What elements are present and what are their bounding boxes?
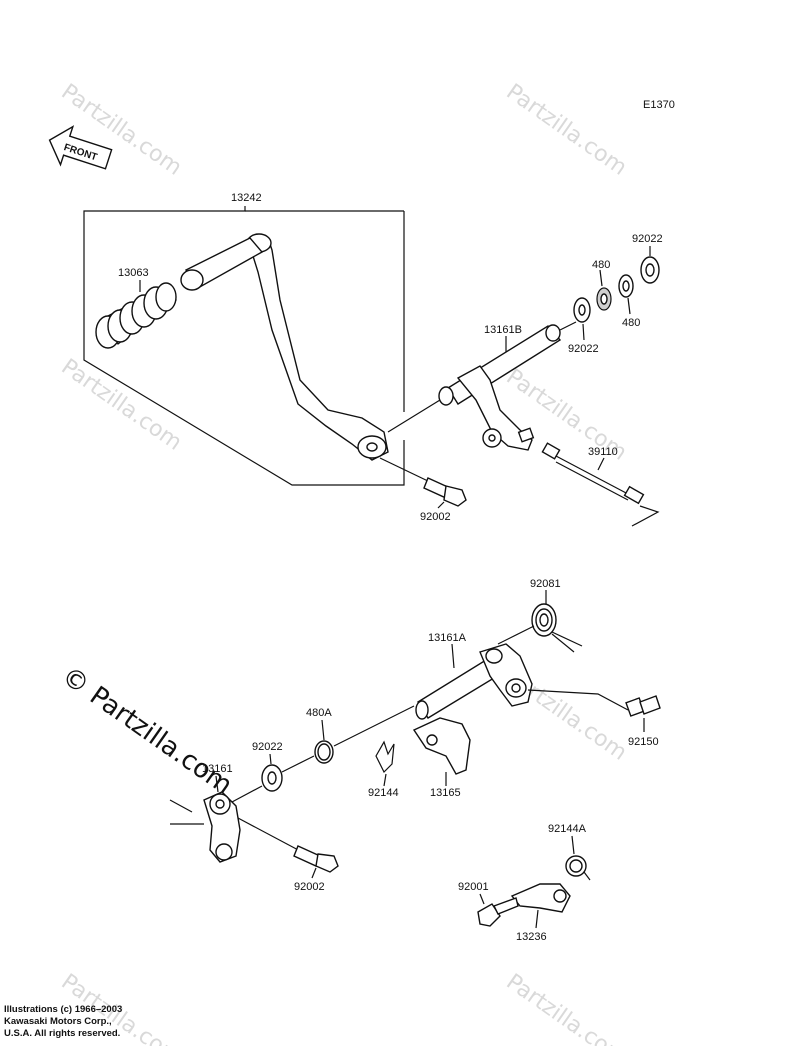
washer-hole [267, 771, 277, 785]
bolt-92002-top [423, 477, 467, 507]
leader-line [387, 399, 441, 433]
shift-shaft-13161A [415, 643, 533, 720]
leader-line [215, 775, 219, 793]
plate-13165 [412, 717, 471, 775]
copyright-notice: Illustrations (c) 1966–2003 Kawasaki Mot… [4, 1004, 122, 1040]
part-label-480-mid: 480 [622, 317, 640, 329]
leader-line [231, 785, 263, 803]
shift-pedal-arm [180, 233, 389, 461]
pin-92150 [625, 695, 661, 717]
spring-92081 [531, 603, 583, 653]
part-label-92150: 92150 [628, 736, 659, 748]
part-label-92022-mid: 92022 [568, 343, 599, 355]
leader-line [627, 297, 631, 315]
leader-line [437, 501, 445, 509]
watermark-text: Partzilla.com [502, 79, 632, 180]
leader-line [527, 689, 629, 711]
leader-line [535, 909, 539, 929]
part-label-92002-low: 92002 [294, 881, 325, 893]
leader-line [451, 643, 455, 669]
watermark-text: Partzilla.com [57, 79, 187, 180]
watermark-text: Partzilla.com [57, 354, 187, 455]
leader-line [479, 893, 485, 905]
leader-line [169, 799, 204, 825]
leader-line [571, 835, 575, 855]
part-label-92022-top: 92022 [632, 233, 663, 245]
plate-13236 [510, 883, 571, 913]
copyright-line: Illustrations (c) 1966–2003 [4, 1004, 123, 1015]
bolt-92001 [477, 897, 519, 927]
leader-line [321, 719, 325, 741]
part-label-92144A: 92144A [548, 823, 587, 835]
clip-hole [622, 280, 630, 292]
part-label-92002-top: 92002 [420, 511, 451, 523]
part-label-480-top: 480 [592, 259, 610, 271]
copyright-line: Kawasaki Motors Corp., [4, 1016, 112, 1027]
leader-line [269, 753, 272, 765]
part-label-92081: 92081 [530, 578, 561, 590]
leader-line [599, 269, 603, 287]
copyright-line: U.S.A. All rights reserved. [4, 1028, 121, 1039]
leader-line [237, 817, 303, 853]
clip-hole [600, 293, 608, 305]
watermark-text: Partzilla.com [502, 969, 632, 1046]
part-label-92022-low: 92022 [252, 741, 283, 753]
leader-line [333, 705, 415, 747]
spring-92144A [565, 855, 591, 881]
part-label-13161A: 13161A [428, 632, 467, 644]
bolt-92002-low [293, 845, 339, 873]
leader-line [311, 867, 317, 879]
partzilla-watermark: © Partzilla.com [56, 661, 238, 801]
part-label-13242: 13242 [231, 192, 262, 204]
part-label-92001: 92001 [458, 881, 489, 893]
washer-hole [578, 304, 586, 316]
leader-line [383, 773, 387, 787]
part-label-13165: 13165 [430, 787, 461, 799]
leader-line [281, 755, 315, 773]
part-label-13161B: 13161B [484, 324, 522, 336]
leader-line [497, 625, 535, 645]
tie-rod-39110 [541, 442, 660, 527]
rubber-foot-peg [95, 282, 177, 349]
part-label-39110: 39110 [588, 446, 618, 458]
leader-line [379, 457, 431, 483]
circlip-hole [317, 743, 331, 761]
leader-line [559, 321, 577, 331]
shift-shaft-13161B [438, 324, 562, 451]
leader-line [597, 457, 605, 471]
part-label-13236: 13236 [516, 931, 547, 943]
part-label-13063: 13063 [118, 267, 149, 279]
spring-92144 [375, 740, 395, 774]
diagram-code: E1370 [643, 99, 675, 111]
leader-line [582, 323, 585, 341]
shift-lever-13161 [203, 791, 241, 863]
front-arrow-icon: FRONT [48, 125, 113, 170]
washer-hole [645, 263, 655, 277]
part-label-92144: 92144 [368, 787, 399, 799]
part-label-13161: 13161 [202, 763, 233, 775]
part-label-480A: 480A [306, 707, 332, 719]
